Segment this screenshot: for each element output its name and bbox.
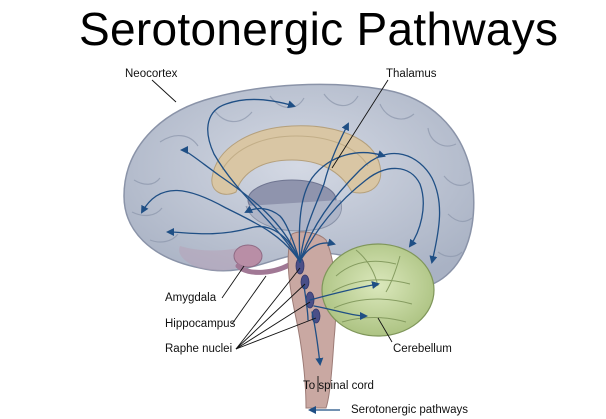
hippocampus-label: Hippocampus [165, 318, 236, 330]
raphe-leader-4 [235, 317, 317, 350]
neocortex-label: Neocortex [125, 68, 178, 80]
leader-lines [151, 79, 393, 392]
amygdala-label: Amygdala [165, 292, 217, 304]
hippocampus-leader [231, 275, 267, 325]
neocortex-leader [151, 79, 177, 103]
spinal-cord-label: To spinal cord [303, 380, 374, 392]
thalamus-label: Thalamus [386, 68, 437, 80]
raphe-nuclei-label: Raphe nuclei [165, 343, 233, 355]
raphe-leader-1 [235, 267, 301, 350]
legend-label: Serotonergic pathways [351, 404, 468, 416]
serotonergic-pathways [141, 98, 441, 366]
raphe-leader-2 [235, 283, 306, 350]
cerebellum-folia [331, 249, 413, 323]
cerebellum-label: Cerebellum [393, 343, 452, 355]
thalamus-leader [331, 79, 389, 169]
amygdala [233, 244, 263, 268]
cerebellum-leader [377, 317, 393, 343]
cerebellum [321, 243, 435, 337]
raphe-leader-3 [235, 301, 311, 350]
page-title: Serotonergic Pathways [79, 3, 559, 55]
amygdala-leader [221, 265, 245, 299]
